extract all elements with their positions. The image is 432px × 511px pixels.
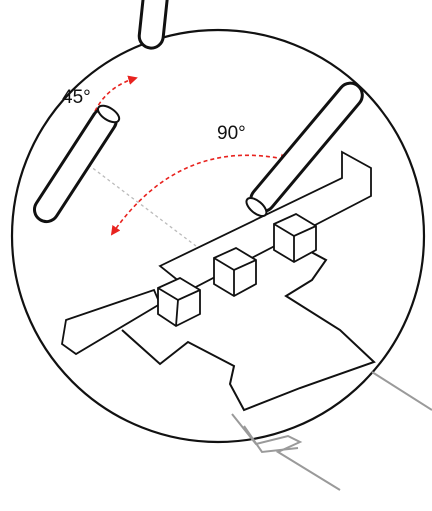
tilt-angle-label: 45° bbox=[62, 87, 91, 108]
antenna-connector-right bbox=[273, 212, 317, 264]
antenna-left bbox=[33, 104, 121, 224]
antenna-right bbox=[245, 81, 364, 218]
antenna-connector-left bbox=[157, 276, 201, 328]
swivel-angle-arrow bbox=[110, 153, 290, 236]
tilt-angle-arrow bbox=[81, 75, 138, 154]
antenna-middle bbox=[137, 0, 183, 50]
antenna-connector-middle bbox=[213, 246, 257, 298]
swivel-angle-label: 90° bbox=[217, 123, 246, 144]
circuit-board bbox=[121, 245, 376, 412]
leader-lines bbox=[231, 371, 432, 491]
pci-bracket bbox=[61, 288, 162, 356]
